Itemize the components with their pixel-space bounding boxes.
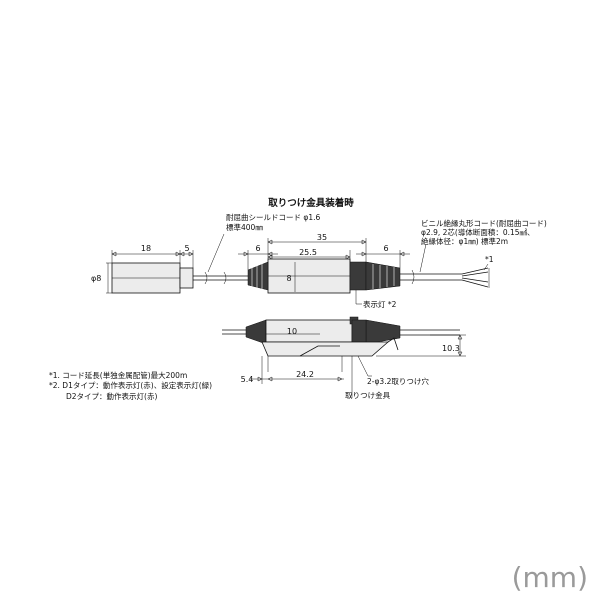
mount-hole-label: 2-φ3.2取りつけ穴: [367, 376, 429, 386]
bracket-label: 取りつけ金具: [345, 390, 391, 400]
dim-10: 10: [287, 327, 297, 336]
indicator-window: [349, 261, 367, 291]
note-2: *2. D1タイプ：動作表示灯(赤)、設定表示灯(緑): [49, 380, 212, 390]
drawing-title: 取りつけ金具装着時: [268, 197, 354, 209]
dim-phi8: φ8: [91, 274, 101, 283]
amplifier-side-body: [265, 319, 353, 343]
mounting-bracket: [261, 341, 390, 357]
dim-10-3: 10.3: [442, 344, 460, 353]
shield-cord-length: 標準400㎜: [226, 222, 263, 232]
vinyl-cord-spec: φ2.9, 2芯(導体断面積：0.15㎟、: [421, 227, 535, 237]
note-marker-1: *1: [485, 255, 494, 264]
vinyl-cord-insulation: 絶縁体径：φ1㎜) 標準2m: [421, 236, 508, 246]
dim-5: 5: [184, 244, 189, 253]
right-strain-relief: [365, 261, 401, 291]
dim-18: 18: [141, 244, 151, 253]
dim-24-2: 24.2: [296, 370, 314, 379]
note-3: D2タイプ：動作表示灯(赤): [66, 391, 157, 401]
top-view: 18 5 φ8 35 6 25.5 6 8 耐屈曲シールドコード φ1.: [91, 212, 547, 309]
dim-5-4: 5.4: [241, 375, 254, 384]
sensor-collar: [179, 267, 194, 289]
dim-6-left: 6: [255, 244, 260, 253]
dim-8: 8: [286, 274, 291, 283]
unit-label: (mm): [512, 561, 588, 594]
left-strain-relief: [247, 261, 269, 291]
notes: *1. コード延長(単独金属配管)最大200m *2. D1タイプ：動作表示灯(…: [49, 370, 212, 401]
dim-6-right: 6: [383, 244, 388, 253]
side-view: 10 10.3 5.4 24.2 2-φ3.2取りつけ穴 取りつけ金具: [222, 316, 466, 400]
dim-25-5: 25.5: [299, 248, 317, 257]
dim-35: 35: [317, 233, 327, 242]
vinyl-cord-label: ビニル絶縁丸形コード(耐屈曲コード): [421, 218, 547, 228]
note-1: *1. コード延長(単独金属配管)最大200m: [49, 370, 187, 380]
shield-cord-label: 耐屈曲シールドコード φ1.6: [226, 212, 320, 222]
indicator-label: 表示灯 *2: [363, 299, 397, 309]
